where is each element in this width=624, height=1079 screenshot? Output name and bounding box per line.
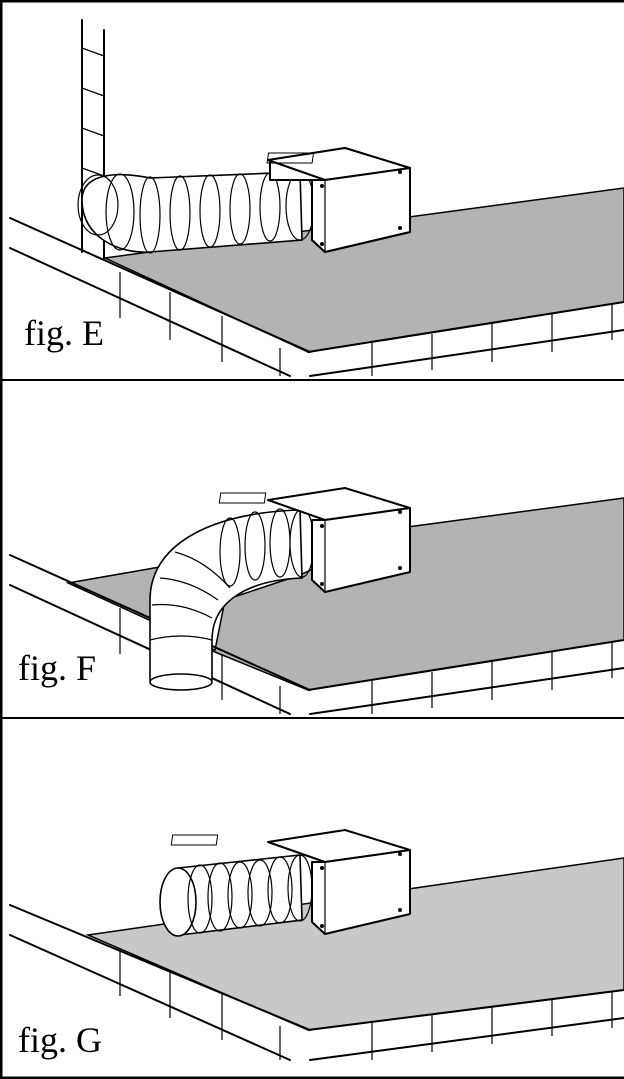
fan-unit-g — [170, 829, 411, 935]
fig-e-label: fig. E — [24, 313, 104, 353]
fig-g-label: fig. G — [18, 1020, 102, 1060]
panel-fig-g: fig. G — [9, 829, 624, 1061]
fan-unit-f — [218, 487, 411, 593]
fig-f-label: fig. F — [18, 648, 96, 688]
flexible-duct-e — [77, 171, 315, 254]
fan-unit-e — [266, 147, 411, 253]
elbow-duct-f — [149, 508, 315, 691]
parapet-e — [9, 217, 624, 377]
parapet-g — [9, 904, 624, 1061]
panel-fig-e: fig. E — [9, 19, 624, 377]
panel-fig-f: fig. F — [9, 487, 624, 715]
